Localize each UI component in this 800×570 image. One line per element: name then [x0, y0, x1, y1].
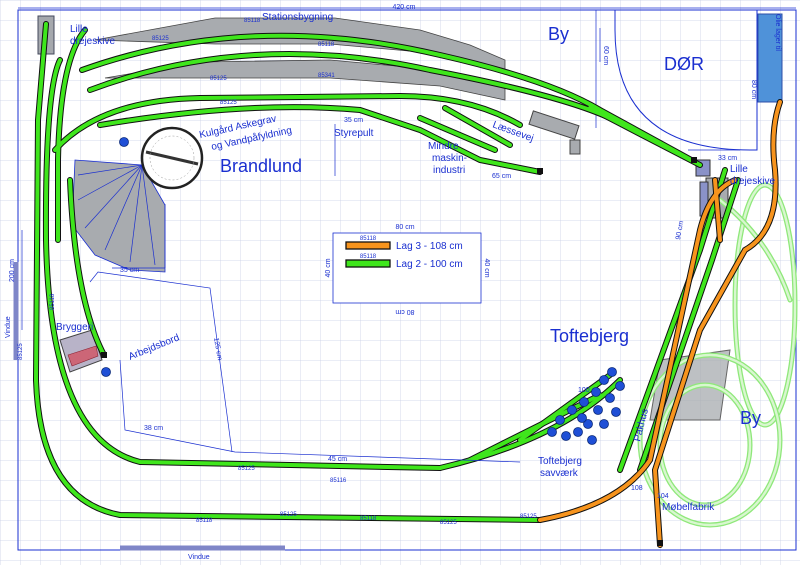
tree-icon — [567, 405, 577, 415]
bryggeri-building — [59, 329, 103, 373]
tree-icon — [607, 367, 617, 377]
tree-icon — [583, 419, 593, 429]
label-bryggeri: Bryggeri — [56, 322, 93, 333]
tree-icon — [605, 393, 615, 403]
label-mindre-2: maskin- — [432, 153, 467, 164]
tree-icon — [561, 431, 571, 441]
tree-icon — [119, 137, 129, 147]
label-dim-60: 60 cm — [602, 46, 609, 65]
label-brandlund: Brandlund — [220, 156, 302, 176]
label-dim-90: 90 cm — [675, 220, 685, 240]
track-code: 85125 — [152, 36, 169, 42]
tree-icon — [555, 415, 565, 425]
label-dim-80-top: 80 cm — [750, 80, 757, 99]
label-dim-200: 200 cm — [9, 259, 16, 282]
legend-box: 80 cm 40 cm 40 cm 80 cm 85118 Lag 3 - 10… — [325, 224, 490, 315]
trees — [101, 137, 625, 445]
tree-icon — [101, 367, 111, 377]
track-code: 85125 — [18, 343, 24, 360]
buffers — [101, 157, 697, 546]
room-walls — [13, 7, 797, 551]
tree-icon — [593, 405, 603, 415]
label-dim-35: 35 cm — [120, 267, 139, 274]
label-dim-33: 33 cm — [718, 155, 737, 162]
legend-swatch-lag3 — [345, 241, 391, 250]
legend-code-lag3: 85118 — [360, 236, 377, 242]
label-dim-125: 125 cm — [212, 337, 223, 361]
label-dim-104: 104 — [657, 493, 669, 500]
label-toftebjerg-savvaerk-1: Toftebjerg — [538, 456, 582, 467]
track-code: 85125 — [210, 76, 227, 82]
label-lille-drejeskive-r1: Lille — [730, 164, 748, 175]
label-lille-drejeskive-2: drejeskive — [70, 36, 115, 47]
roundhouse — [71, 159, 166, 273]
legend-bottom-label: 80 cm — [395, 308, 414, 315]
tree-icon — [577, 413, 587, 423]
label-vindue-bottom: Vindue — [188, 554, 210, 561]
track-code: 85341 — [318, 73, 335, 79]
tree-icon — [615, 381, 625, 391]
legend-lag3: Lag 3 - 108 cm — [396, 241, 463, 252]
station-platforms — [94, 17, 581, 155]
label-vindue-left: Vindue — [5, 316, 12, 338]
label-mindre-3: industri — [433, 165, 465, 176]
track-code: 85125 — [520, 514, 537, 520]
tree-icon — [579, 397, 589, 407]
label-dim-100: 100 — [578, 387, 590, 394]
legend-swatch-lag2 — [345, 259, 391, 268]
label-dor: DØR — [664, 54, 704, 74]
label-toftebjerg-savvaerk-2: savværk — [540, 468, 579, 479]
track-code: 85118 — [360, 516, 377, 522]
label-dim-45: 45 cm — [328, 456, 347, 463]
label-lille-drejeskive-r2: drejeskive — [730, 176, 775, 187]
label-olie: Olie lager til — [774, 14, 781, 51]
tree-icon — [587, 435, 597, 445]
label-dim-38: 38 cm — [144, 425, 163, 432]
tree-icon — [599, 419, 609, 429]
label-dim-35b: 35 cm — [344, 117, 363, 124]
label-lille-drejeskive-1: Lille — [70, 24, 88, 35]
label-mobelfabrik: Møbelfabrik — [662, 502, 715, 513]
track-code: 85125 — [220, 100, 237, 106]
label-styrepult: Styrepult — [334, 128, 374, 139]
legend-height-label: 40 cm — [325, 258, 332, 277]
label-mindre-1: Mindre — [428, 141, 459, 152]
label-toftebjerg: Toftebjerg — [550, 326, 629, 346]
track-code: 85118 — [50, 293, 56, 310]
tree-icon — [547, 427, 557, 437]
track-code: 85116 — [330, 478, 347, 484]
label-by-right: By — [740, 408, 761, 428]
lag-3-tracks — [537, 99, 783, 548]
label-dim-65: 65 cm — [492, 173, 511, 180]
lag-2-tracks — [32, 21, 741, 523]
track-code: 85125 — [440, 520, 457, 526]
legend-width-label: 80 cm — [395, 224, 414, 231]
legend-lag2: Lag 2 - 100 cm — [396, 259, 463, 270]
label-by-top: By — [548, 24, 569, 44]
track-code: 85125 — [238, 466, 255, 472]
tree-icon — [599, 375, 609, 385]
legend-height-label-right: 40 cm — [483, 258, 490, 277]
dimension-lines — [21, 28, 740, 463]
label-stationsbygning: Stationsbygning — [262, 12, 333, 23]
label-dim-108: 108 — [631, 485, 643, 492]
track-code: 85125 — [280, 512, 297, 518]
turntable — [140, 126, 204, 190]
tree-icon — [611, 407, 621, 417]
tree-icon — [573, 427, 583, 437]
label-dim-420: 420 cm — [393, 4, 416, 11]
oil-storage-block — [757, 13, 783, 103]
legend-code-lag2: 85118 — [360, 254, 377, 260]
tree-icon — [591, 387, 601, 397]
track-code: 85118 — [196, 518, 213, 524]
track-code: 85118 — [244, 18, 261, 24]
track-code-labels: 85125 85118 85341 85125 85125 85118 8512… — [18, 18, 537, 526]
track-code: 85118 — [318, 42, 335, 48]
